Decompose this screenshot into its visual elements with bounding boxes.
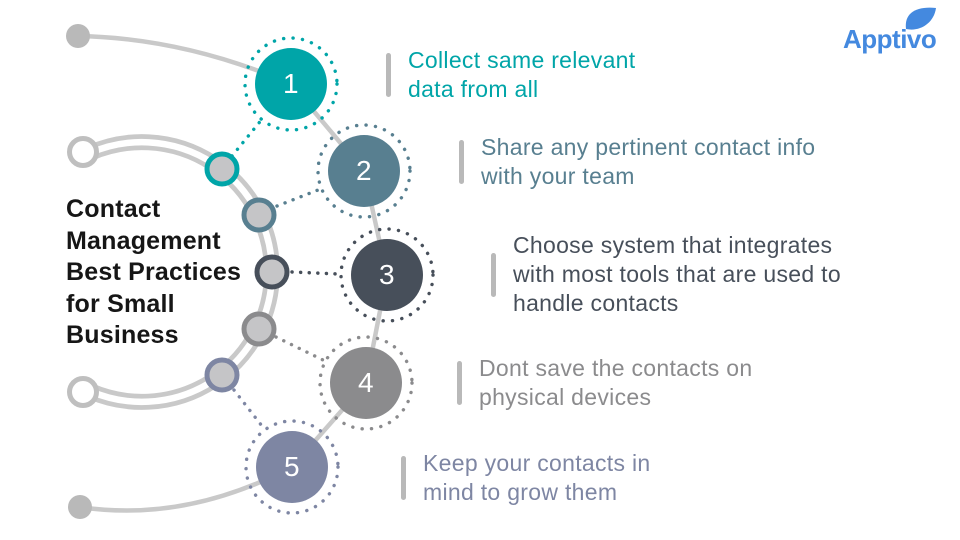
step-1-number: 1 [282, 68, 300, 99]
step-5-text: Keep your contacts in mind to grow them [423, 449, 650, 507]
title-line-5: Business [66, 321, 179, 349]
end-dot [68, 495, 92, 519]
step-4-text-line-1: Dont save the contacts on [479, 355, 753, 381]
step-3-text-line-2: with most tools that are used to [513, 261, 841, 287]
title-line-1: Contact [66, 195, 161, 223]
step-1-accent-bar [386, 53, 391, 97]
step-4-accent-bar [457, 361, 462, 405]
step-5-dotted-link [232, 388, 264, 428]
step-3-text: Choose system that integrates with most … [513, 231, 841, 318]
step-5-arc-marker [204, 357, 240, 393]
step-2-dotted-link [275, 188, 320, 208]
step-5-text-block: Keep your contacts in mind to grow them [401, 449, 650, 507]
page-title: Contact Management Best Practices for Sm… [66, 194, 241, 352]
step-5-circle: 5 [256, 431, 328, 503]
step-4-text-block: Dont save the contacts on physical devic… [457, 354, 752, 412]
leaf-icon [905, 7, 936, 30]
step-1-dotted-link [230, 116, 265, 158]
step-3-text-block: Choose system that integrates with most … [491, 231, 841, 318]
arc-endpoint-bottom [67, 376, 99, 408]
arc-endpoint-top [67, 136, 99, 168]
step-1-dotted-ring [243, 36, 339, 132]
step-1-text: Collect same relevant data from all [408, 46, 635, 104]
step-5-text-line-2: mind to grow them [423, 479, 618, 505]
step-3-dotted-ring [339, 227, 435, 323]
step-4-dotted-link [274, 335, 325, 362]
leaf-shape [905, 7, 936, 30]
step-5-dotted-ring [244, 419, 340, 515]
apptivo-logo-text: Apptivo [843, 24, 937, 54]
step-4-arc-marker [241, 311, 277, 347]
step-3-text-line-3: handle contacts [513, 290, 679, 316]
title-line-3: Best Practices [66, 258, 242, 286]
step-4-number: 4 [357, 367, 375, 398]
step-5-text-line-1: Keep your contacts in [423, 450, 651, 476]
step-1-text-block: Collect same relevant data from all [386, 46, 635, 104]
step-4-dotted-ring [318, 335, 414, 431]
step-3-number: 3 [378, 259, 396, 290]
step-1-arc-marker [204, 151, 240, 187]
apptivo-logo: Apptivo [843, 24, 937, 55]
step-3-dotted-link [290, 270, 340, 276]
step-1-text-line-1: Collect same relevant [408, 47, 636, 73]
step-2-dotted-ring [316, 123, 412, 219]
step-4-text-line-2: physical devices [479, 384, 652, 410]
step-2-text-line-2: with your team [481, 163, 635, 189]
step-3-arc-marker [254, 254, 290, 290]
step-2-accent-bar [459, 140, 464, 184]
step-3-accent-bar [491, 252, 496, 297]
step-4-text: Dont save the contacts on physical devic… [479, 354, 752, 412]
step-2-text: Share any pertinent contact info with yo… [481, 133, 815, 191]
step-3-circle: 3 [351, 239, 423, 311]
step-5-number: 5 [283, 451, 301, 482]
step-5-accent-bar [401, 456, 406, 500]
step-3-text-line-1: Choose system that integrates [513, 232, 833, 258]
step-4-circle: 4 [330, 347, 402, 419]
step-1-text-line-2: data from all [408, 76, 539, 102]
title-line-4: for Small [66, 289, 175, 318]
step-2-number: 2 [355, 155, 373, 186]
step-1-circle: 1 [255, 48, 327, 120]
step-2-text-block: Share any pertinent contact info with yo… [459, 133, 815, 191]
start-dot [66, 24, 90, 48]
step-2-arc-marker [241, 197, 277, 233]
step-2-text-line-1: Share any pertinent contact info [481, 134, 816, 160]
step-2-circle: 2 [328, 135, 400, 207]
title-line-2: Management [66, 226, 221, 255]
